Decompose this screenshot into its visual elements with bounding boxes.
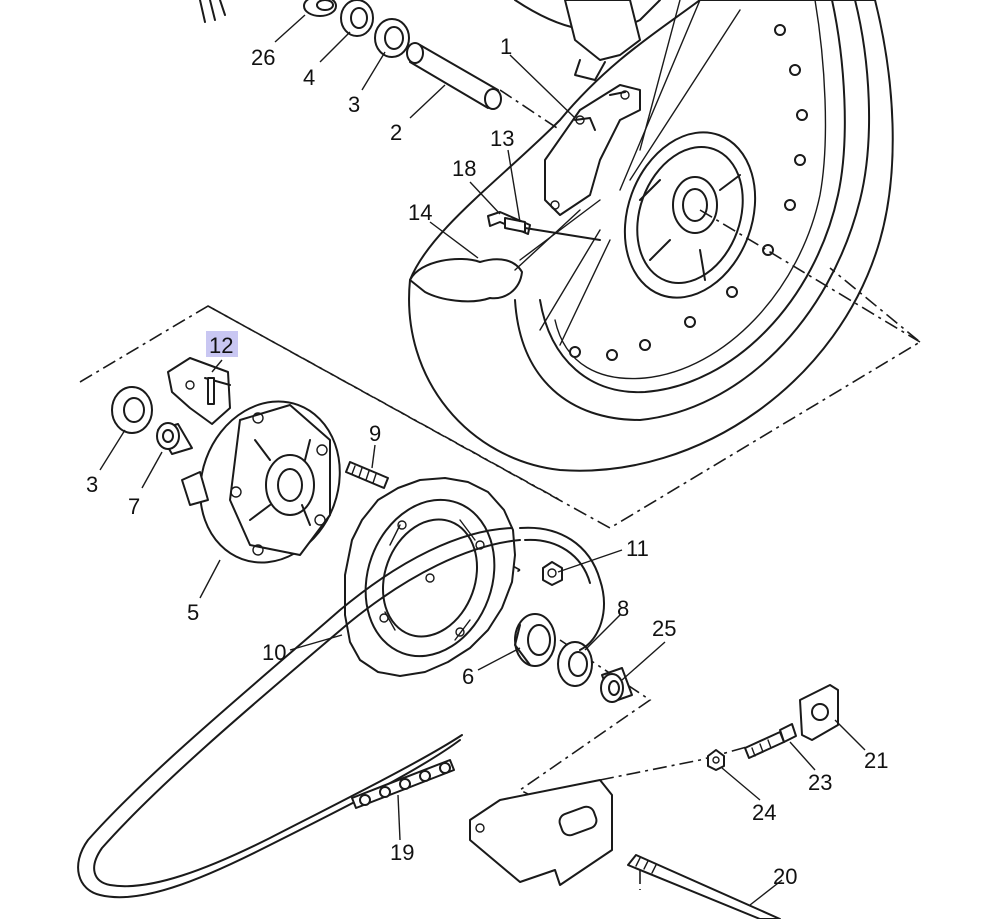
- callout-1[interactable]: 1: [500, 34, 512, 59]
- part-19-chain-joint: [351, 759, 455, 809]
- callout-4[interactable]: 4: [303, 65, 315, 90]
- callout-12[interactable]: 12: [209, 333, 233, 358]
- part-11-nut: [542, 561, 563, 586]
- callout-3-hub[interactable]: 3: [86, 472, 98, 497]
- callout-20[interactable]: 20: [773, 864, 797, 889]
- callout-9[interactable]: 9: [369, 421, 381, 446]
- callout-13[interactable]: 13: [490, 126, 514, 151]
- part-12-bracket: [167, 357, 231, 425]
- part-7-collar: [156, 422, 193, 455]
- callout-8[interactable]: 8: [617, 596, 629, 621]
- part-24-nut: [707, 749, 725, 771]
- callout-10[interactable]: 10: [262, 640, 286, 665]
- part-21-adjuster: [799, 684, 839, 741]
- callout-23[interactable]: 23: [808, 770, 832, 795]
- callout-11[interactable]: 11: [626, 536, 649, 561]
- spokes: [514, 0, 741, 346]
- chain-puller-plate: [469, 779, 613, 886]
- part-4-oil-seal: [340, 0, 374, 37]
- callout-5[interactable]: 5: [187, 600, 199, 625]
- callout-3-top[interactable]: 3: [348, 92, 360, 117]
- callout-6[interactable]: 6: [462, 664, 474, 689]
- callout-7[interactable]: 7: [128, 494, 140, 519]
- spoke-nipples: [569, 24, 808, 361]
- callout-2[interactable]: 2: [390, 120, 402, 145]
- part-25-collar: [600, 667, 633, 703]
- part-20-axle: [627, 854, 781, 919]
- rear-wheel: [199, 0, 894, 472]
- part-9-stud: [345, 461, 389, 489]
- callout-21[interactable]: 21: [864, 748, 888, 773]
- drive-chain: [77, 526, 605, 899]
- part-10-sprocket: [344, 477, 516, 677]
- part-23-bolt: [744, 723, 797, 759]
- part-26-collar: [303, 0, 337, 17]
- leader-lines: [99, 14, 866, 906]
- callout-25[interactable]: 25: [652, 616, 676, 641]
- callout-12-highlight: [206, 331, 238, 357]
- part-2-spacer: [406, 42, 502, 110]
- part-3-bearing: [111, 386, 153, 434]
- callout-labels: 1 2 3 3 4 5 6 7 8 9 10 11 12 13 14 18 19…: [86, 34, 888, 889]
- callout-14[interactable]: 14: [408, 200, 432, 225]
- part-8-oil-seal: [557, 641, 593, 687]
- callout-24[interactable]: 24: [752, 800, 776, 825]
- part-6-bearing: [514, 613, 556, 667]
- callout-19[interactable]: 19: [390, 840, 414, 865]
- assembly-outline: [79, 267, 922, 529]
- part-3-bearing-top: [374, 18, 410, 58]
- callout-26[interactable]: 26: [251, 45, 275, 70]
- part-5-sprocket-hub: [181, 400, 341, 564]
- callout-18[interactable]: 18: [452, 156, 476, 181]
